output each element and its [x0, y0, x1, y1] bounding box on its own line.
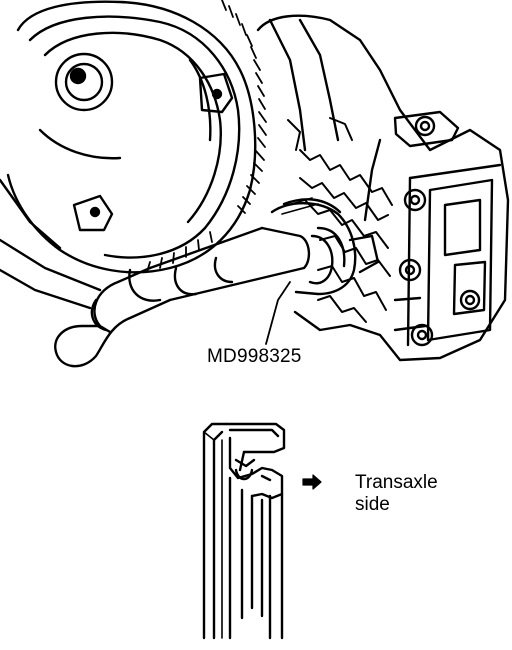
transaxle-side-line-1: Transaxle — [355, 472, 438, 493]
transaxle-case — [256, 14, 510, 362]
tool-number-label: MD998325 — [207, 346, 302, 367]
oil-seal-cross-section — [202, 422, 286, 640]
converter-bolt-upper — [198, 72, 234, 114]
right-arrow-icon — [302, 474, 322, 490]
case-bolt-2 — [398, 258, 422, 282]
transaxle-side-line-2: side — [355, 494, 390, 515]
transaxle-side-label: Transaxle side — [355, 472, 438, 516]
housing-ribs — [287, 117, 393, 323]
case-bolt-3 — [410, 323, 434, 347]
installer-handle — [54, 226, 311, 368]
lower-left-frame — [0, 178, 102, 310]
ring-gear-teeth — [146, 0, 267, 273]
case-bolt-1 — [403, 188, 427, 212]
oil-seal-installer-tool — [270, 197, 380, 296]
torque-converter — [6, 0, 257, 274]
tool-leader-line — [265, 281, 291, 345]
converter-bolt-lower — [72, 194, 114, 232]
case-bolt-4 — [459, 289, 481, 311]
